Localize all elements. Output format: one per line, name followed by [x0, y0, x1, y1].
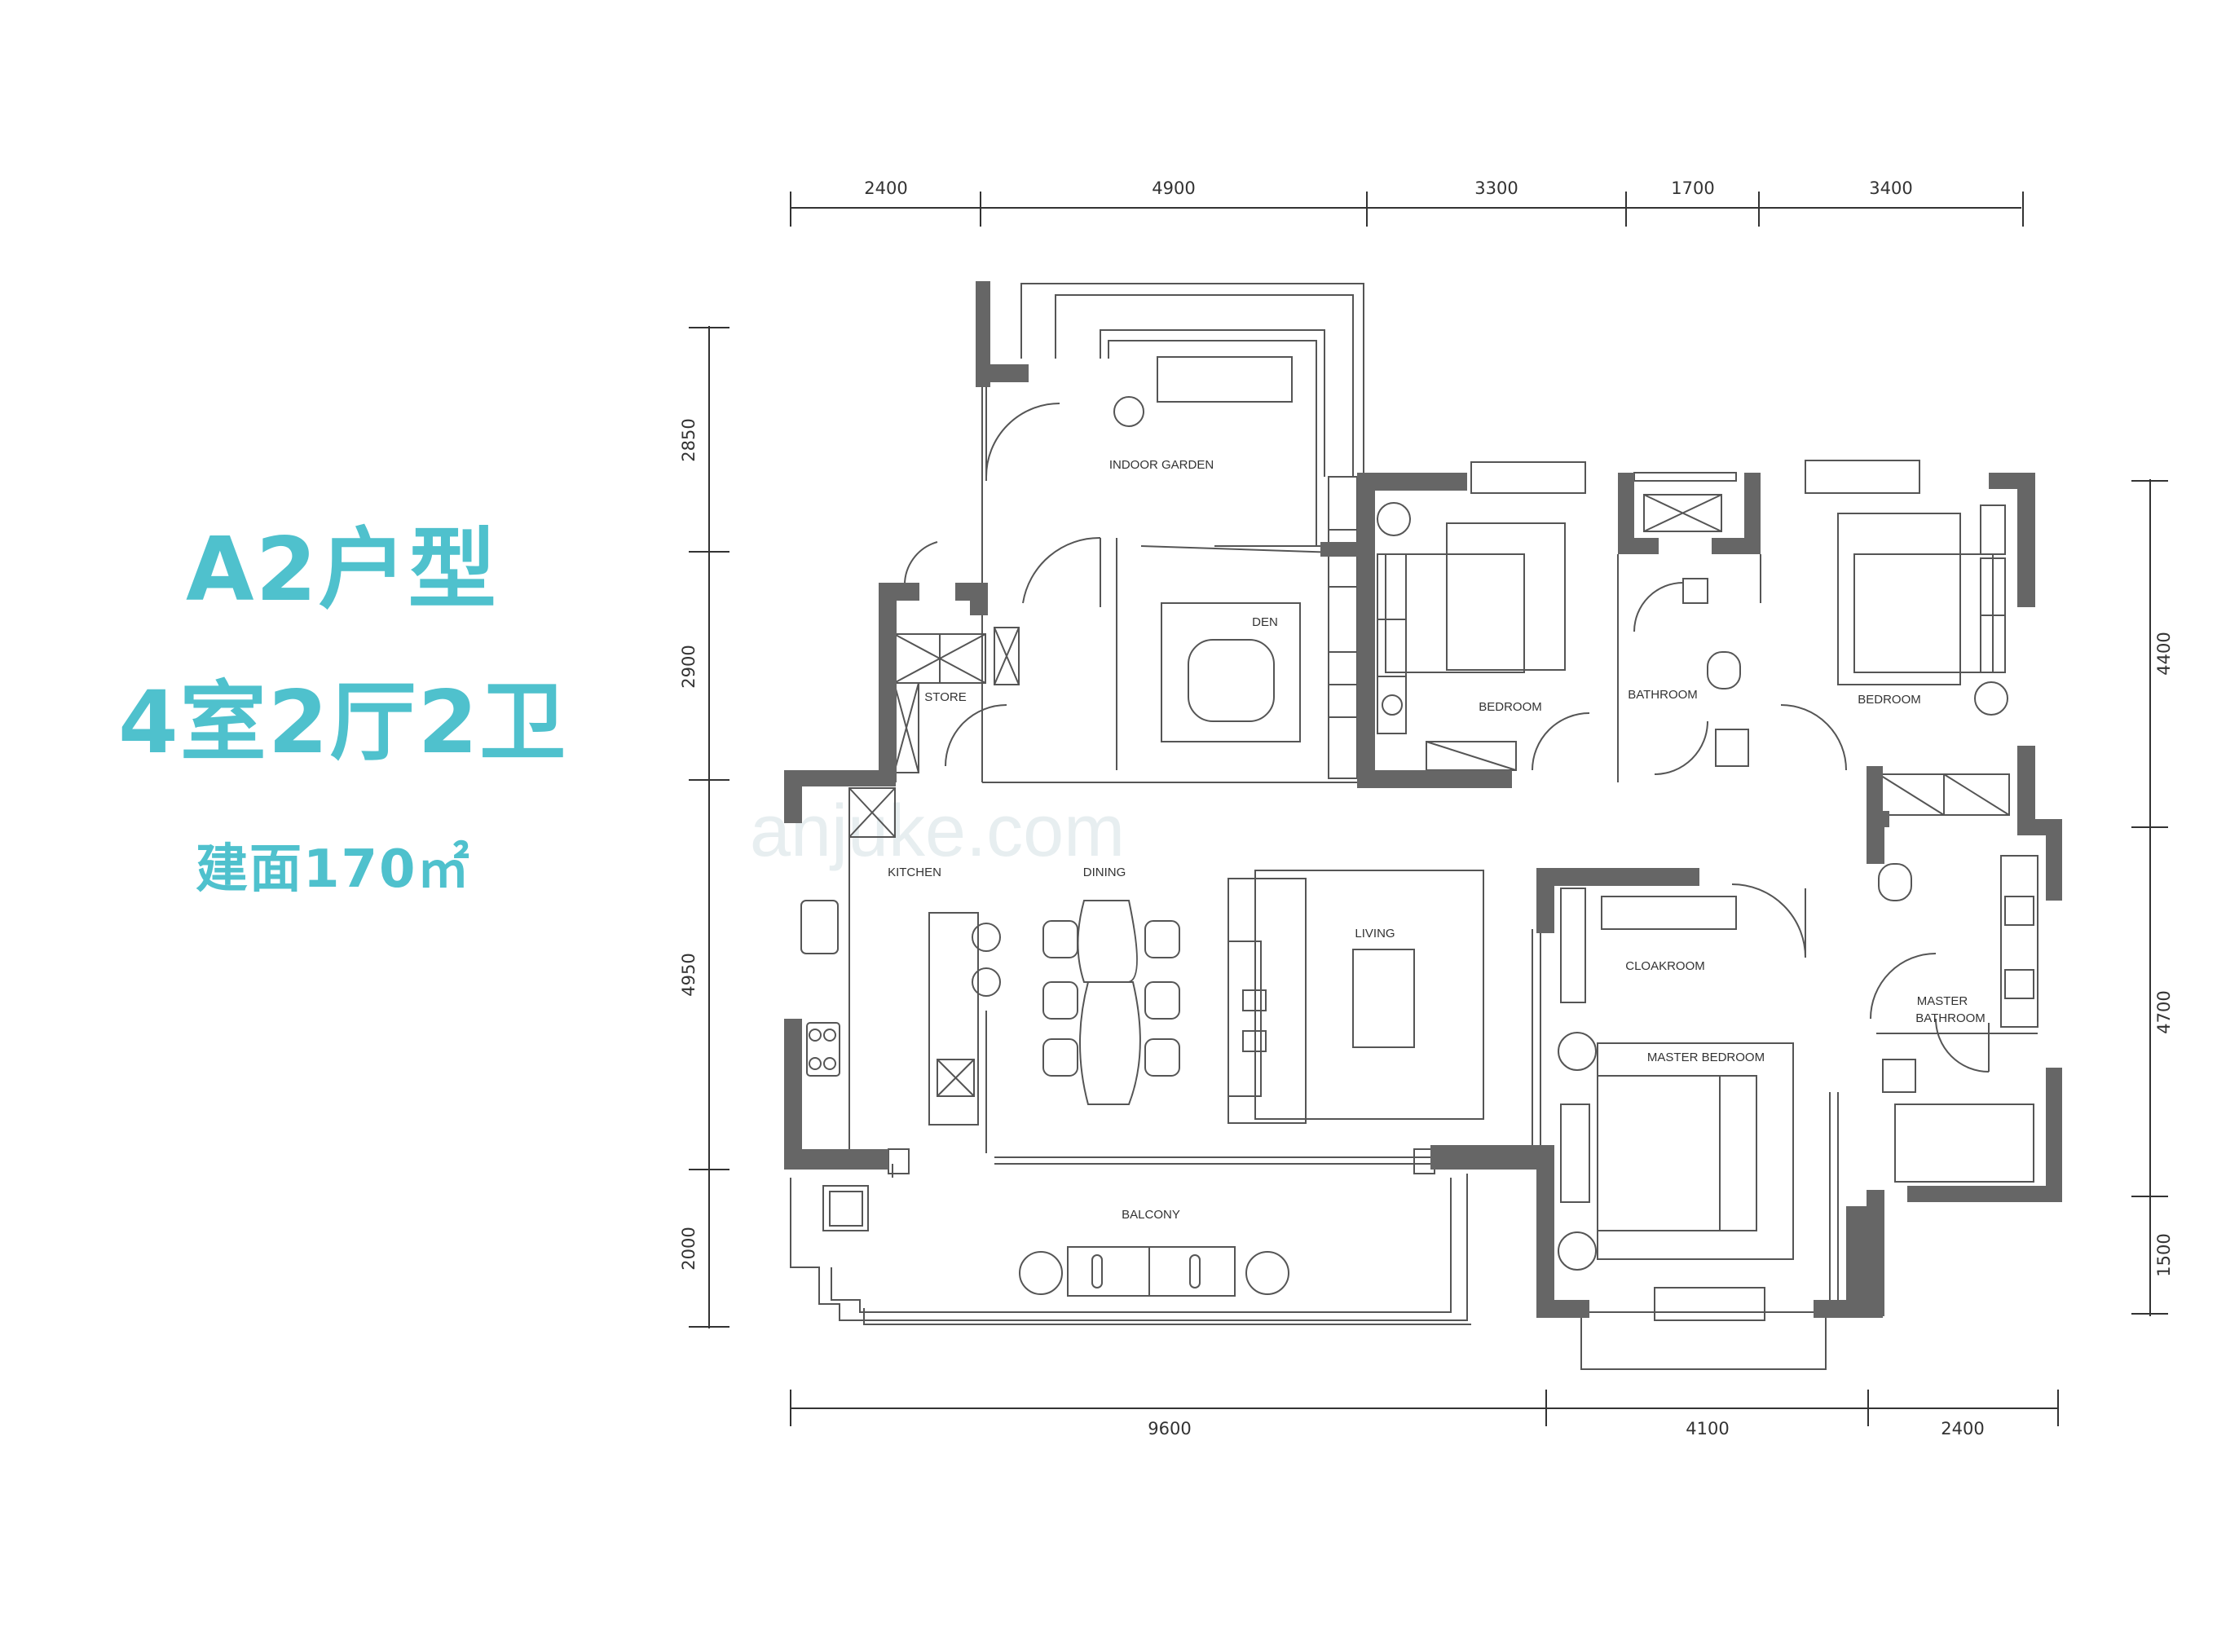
dim-left-2: 2900	[679, 645, 699, 688]
label-bathroom: BATHROOM	[1628, 688, 1698, 702]
title-block: A2户型 4室2厅2卫 建面170㎡	[0, 0, 668, 978]
dim-left-3: 4950	[679, 953, 699, 996]
dim-top-4: 1700	[1671, 178, 1714, 198]
dim-bottom-1: 9600	[1148, 1419, 1191, 1438]
dim-right-2: 4700	[2154, 990, 2174, 1033]
dim-top-2: 4900	[1152, 178, 1195, 198]
label-indoor-garden: INDOOR GARDEN	[1109, 458, 1214, 472]
label-master-bathroom-line1: MASTER	[1917, 994, 1968, 1008]
dim-right-3: 1500	[2154, 1233, 2174, 1276]
label-kitchen: KITCHEN	[888, 866, 941, 879]
label-bedroom-2: BEDROOM	[1858, 693, 1921, 707]
label-cloakroom: CLOAKROOM	[1625, 959, 1705, 973]
dim-top-3: 3300	[1474, 178, 1518, 198]
label-living: LIVING	[1355, 927, 1395, 941]
area-title: 建面170㎡	[196, 839, 471, 900]
dimension-labels: 2400 4900 3300 1700 3400 9600 4100 2400 …	[679, 178, 2174, 1438]
label-bedroom-1: BEDROOM	[1479, 700, 1542, 714]
dimension-lines	[689, 192, 2168, 1426]
label-den: DEN	[1252, 615, 1278, 629]
room-labels: INDOOR GARDEN DEN STORE BEDROOM BATHROOM…	[888, 458, 1986, 1222]
dim-right-1: 4400	[2154, 632, 2174, 675]
dim-top-1: 2400	[864, 178, 907, 198]
label-balcony: BALCONY	[1122, 1208, 1180, 1222]
dim-left-4: 2000	[679, 1227, 699, 1270]
watermark: anjuke.com	[750, 791, 1125, 872]
label-master-bathroom-line2: BATHROOM	[1915, 1011, 1986, 1025]
thin-lines	[790, 283, 2038, 1370]
label-dining: DINING	[1083, 866, 1126, 879]
unit-type-title: A2户型	[186, 519, 498, 621]
dim-bottom-3: 2400	[1941, 1419, 1984, 1438]
dim-left-1: 2850	[679, 418, 699, 461]
dim-top-5: 3400	[1869, 178, 1912, 198]
walls	[784, 281, 2062, 1318]
room-layout-title: 4室2厅2卫	[118, 672, 568, 773]
dim-bottom-2: 4100	[1686, 1419, 1729, 1438]
label-master-bedroom: MASTER BEDROOM	[1647, 1051, 1765, 1064]
label-store: STORE	[924, 690, 966, 704]
